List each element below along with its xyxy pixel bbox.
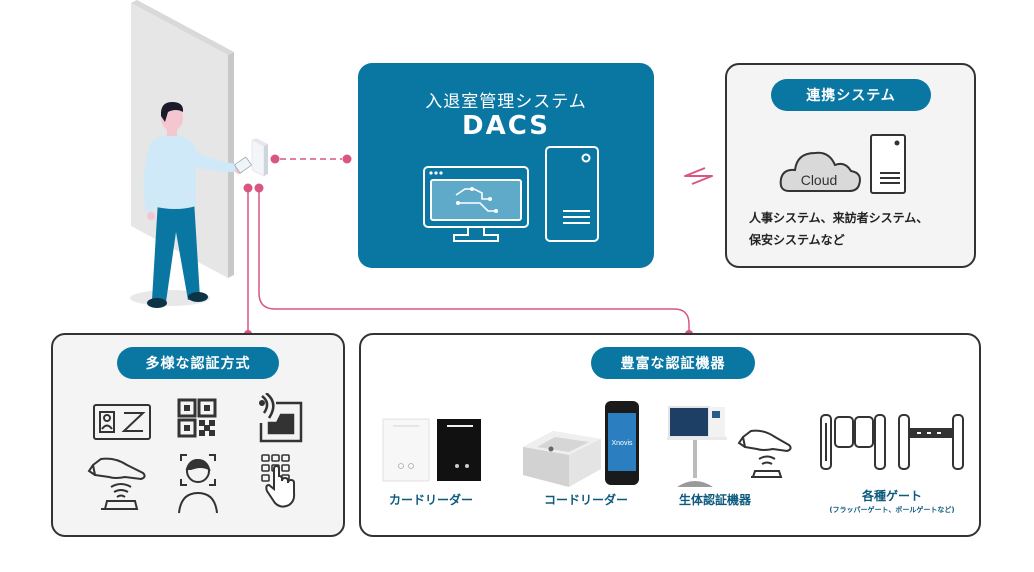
server-tower-icon [545,146,599,242]
auth-methods-panel: 多様な認証方式 [51,333,345,537]
pole-gate-icon [898,414,964,470]
pin-keypad-icon [261,454,296,508]
device-label-biometric: 生体認証機器 [678,493,751,507]
device-label-gates: 各種ゲート [861,489,922,503]
device-label-code-reader: コードリーダー [543,493,628,507]
device-brand-label: Xnovis [611,440,633,447]
auth-devices-panel: 豊富な認証機器 カードリーダー Xnovis コー [359,333,981,537]
device-sublabel-gates: (フラッパーゲート、ポールゲートなど) [829,506,955,514]
palm-vein-icon [87,457,146,510]
dacs-system-panel: 入退室管理システム DACS [358,63,654,268]
biometric-device-images [667,406,792,487]
connector-dacs-integration [684,167,713,185]
id-card-icon [93,404,151,440]
dacs-icons [423,146,599,242]
integration-systems-panel: 連携システム Cloud 人事システム、来訪者システム、 保安システムなど [725,63,976,268]
dacs-subtitle: 入退室管理システム [425,92,587,112]
dacs-title: DACS [462,111,550,141]
biometric-kiosk-image [667,406,727,487]
cloud-label: Cloud [801,172,838,188]
flapper-gate-icon [820,414,886,470]
card-reader-images [382,418,481,482]
server-icon [870,134,906,194]
card-reader-on-wall [251,138,268,177]
auth-methods-icons [87,393,303,514]
nfc-phone-icon [259,393,303,443]
card-reader-white-image [382,418,430,482]
device-label-card-reader: カードリーダー [388,493,473,507]
auth-methods-pill-label: 多様な認証方式 [117,347,279,379]
gate-icons [820,414,964,470]
qr-code-icon [177,398,217,438]
integration-icons: Cloud [779,134,906,194]
code-reader-images: Xnovis [523,401,639,487]
face-recognition-icon [178,454,218,514]
monitor-network-icon [423,166,529,242]
card-reader-black-image [437,419,481,481]
cloud-icon [779,151,861,192]
qr-scanner-image [523,431,601,487]
handheld-terminal-image: Xnovis [605,401,639,485]
connector-reader-auth-methods [243,183,253,338]
palm-vein-reader-icon [737,429,792,478]
integration-pill-label: 連携システム [771,79,931,111]
person-illustration [143,102,252,308]
integration-description-line2: 保安システムなど [749,233,845,247]
devices-pill-label: 豊富な認証機器 [591,347,755,379]
connector-reader-dacs [270,154,352,164]
integration-description-line1: 人事システム、来訪者システム、 [749,211,929,225]
